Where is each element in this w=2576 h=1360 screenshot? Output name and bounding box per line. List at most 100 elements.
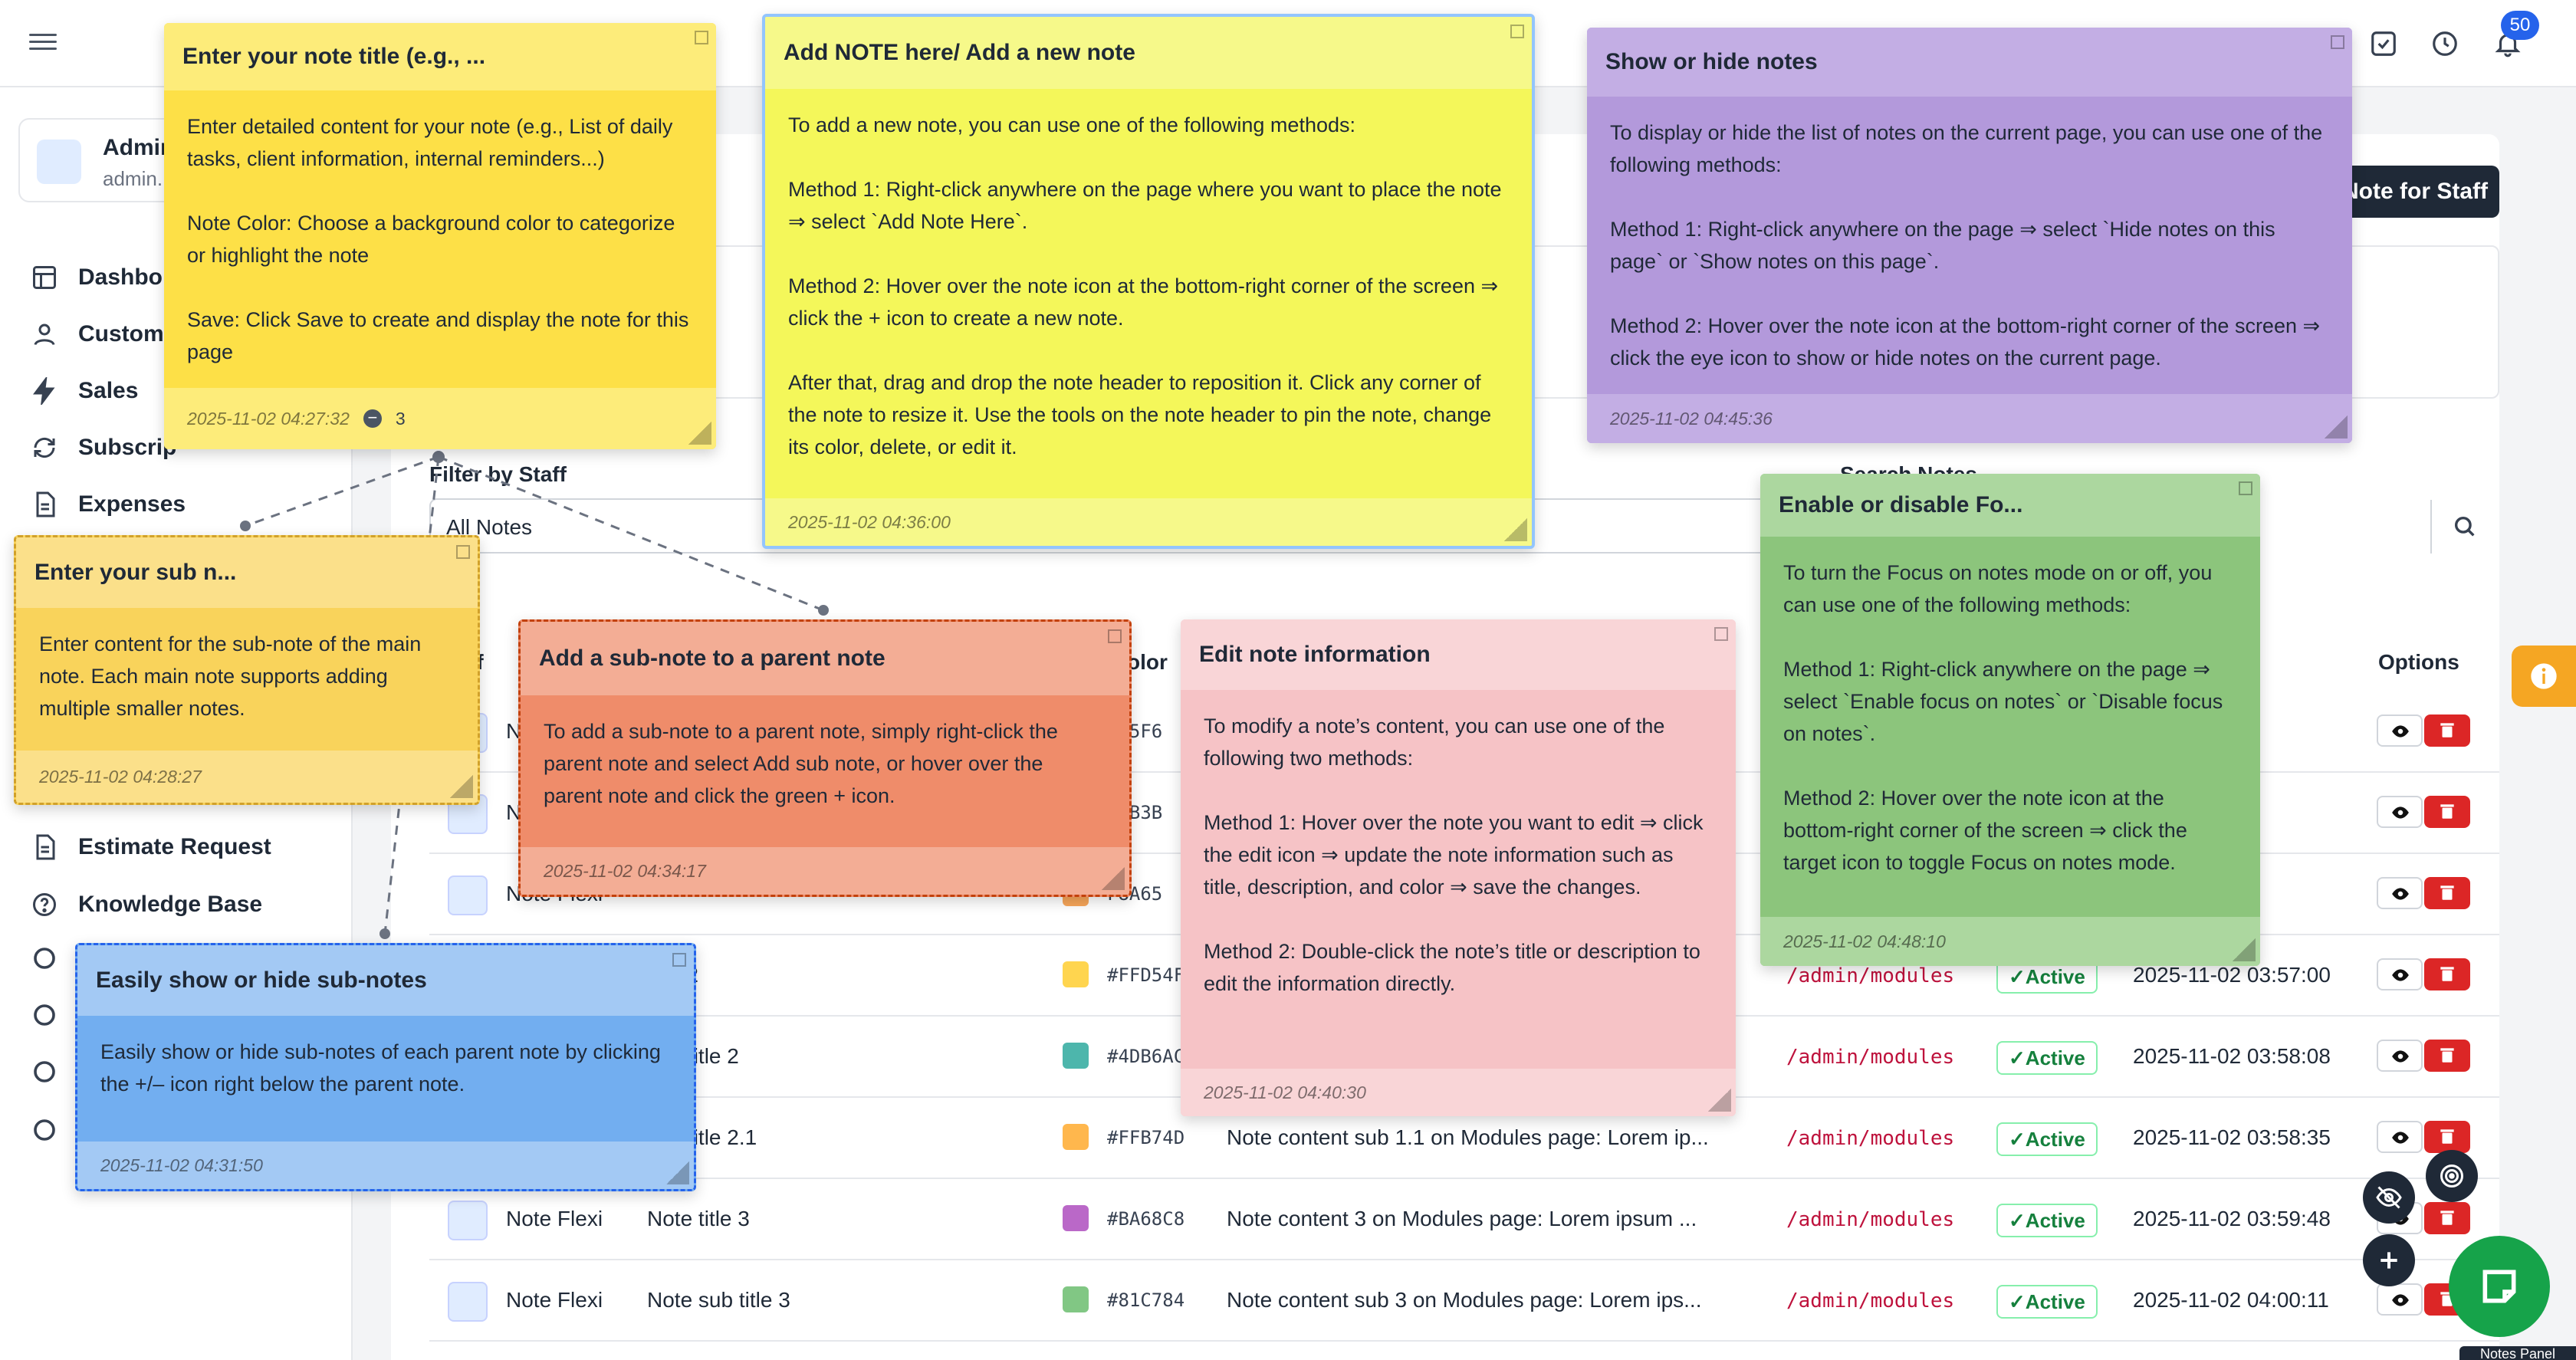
notes-panel-button[interactable]: [2449, 1236, 2550, 1337]
view-button[interactable]: [2377, 1121, 2423, 1153]
sticky-note-addsub[interactable]: Add a sub-note to a parent note To add a …: [518, 619, 1132, 897]
sidebar-item-4[interactable]: Expenses: [31, 491, 186, 518]
note-footer: 2025-11-02 04:40:30: [1181, 1069, 1736, 1116]
delete-button[interactable]: [2424, 877, 2470, 909]
delete-button[interactable]: [2424, 1121, 2470, 1153]
note-body[interactable]: To display or hide the list of notes on …: [1610, 121, 2323, 370]
delete-button[interactable]: [2424, 714, 2470, 747]
resize-handle[interactable]: [688, 422, 711, 445]
note-body[interactable]: To turn the Focus on notes mode on or of…: [1783, 561, 2223, 874]
pin-icon[interactable]: [672, 953, 686, 967]
note-header[interactable]: Enter your note title (e.g., ...: [164, 23, 716, 90]
note-header[interactable]: Enable or disable Fo...: [1760, 474, 2260, 537]
info-tab[interactable]: [2512, 646, 2576, 707]
checklist-icon[interactable]: [2369, 29, 2398, 58]
note-body[interactable]: To add a sub-note to a parent note, simp…: [544, 720, 1064, 807]
note-title[interactable]: Add a sub-note to a parent note: [539, 646, 886, 671]
menu-icon[interactable]: [29, 29, 57, 52]
pin-icon[interactable]: [2239, 481, 2252, 495]
view-button[interactable]: [2377, 958, 2423, 990]
delete-button[interactable]: [2424, 958, 2470, 990]
view-button[interactable]: [2377, 714, 2423, 747]
resize-handle[interactable]: [1102, 867, 1125, 890]
chart-icon[interactable]: [31, 1058, 58, 1086]
note-title[interactable]: Easily show or hide sub-notes: [96, 967, 427, 993]
note-footer: 2025-11-02 04:48:10: [1760, 917, 2260, 966]
sticky-note-title[interactable]: Enter your note title (e.g., ... Enter de…: [164, 23, 716, 449]
note-date: 2025-11-02 04:28:27: [39, 766, 202, 787]
note-header[interactable]: Edit note information: [1181, 619, 1736, 690]
color-swatch: [1063, 1286, 1089, 1312]
note-title[interactable]: Add NOTE here/ Add a new note: [784, 40, 1135, 65]
add-note-fab[interactable]: [2363, 1234, 2415, 1286]
cell-path: /admin/modules: [1786, 1127, 1955, 1150]
sticky-note-focus[interactable]: Enable or disable Fo... To turn the Focus…: [1760, 474, 2260, 966]
sticky-note-edit[interactable]: Edit note information To modify a note’s …: [1181, 619, 1736, 1116]
resize-handle[interactable]: [450, 775, 473, 798]
cell-color-hex: #BA68C8: [1107, 1208, 1185, 1230]
delete-button[interactable]: [2424, 1040, 2470, 1072]
target-icon[interactable]: [31, 1001, 58, 1029]
color-swatch: [1063, 1043, 1089, 1069]
note-date: 2025-11-02 04:40:30: [1204, 1082, 1366, 1102]
resize-handle[interactable]: [1504, 518, 1527, 541]
eye-icon: [2392, 1132, 2409, 1144]
sidebar-item-label: Estimate Request: [78, 834, 271, 859]
sticky-note-sub[interactable]: Enter your sub n... Enter content for the…: [14, 535, 480, 805]
note-body[interactable]: Enter content for the sub-note of the ma…: [39, 632, 427, 720]
pin-icon[interactable]: [1510, 25, 1524, 38]
view-button[interactable]: [2377, 877, 2423, 909]
note-title[interactable]: Show or hide notes: [1605, 49, 1818, 74]
note-body[interactable]: To modify a note’s content, you can use …: [1204, 714, 1704, 995]
pin-icon[interactable]: [1108, 629, 1122, 643]
subnote-toggle-icon[interactable]: −: [363, 409, 382, 428]
resize-handle[interactable]: [2325, 416, 2348, 439]
sidebar-item-label: Sales: [78, 378, 139, 403]
resize-handle[interactable]: [666, 1161, 689, 1184]
note-body[interactable]: Easily show or hide sub-notes of each pa…: [100, 1040, 667, 1096]
gear-icon[interactable]: [31, 1116, 58, 1144]
sticky-note-show[interactable]: Show or hide notes To display or hide the…: [1587, 28, 2352, 443]
note-icon[interactable]: [31, 944, 58, 972]
note-header[interactable]: Show or hide notes: [1587, 28, 2352, 97]
trash-icon: [2440, 885, 2454, 900]
view-button[interactable]: [2377, 796, 2423, 828]
note-body[interactable]: Enter detailed content for your note (e.…: [187, 115, 689, 363]
note-title[interactable]: Enable or disable Fo...: [1779, 492, 2023, 517]
view-button[interactable]: [2377, 1040, 2423, 1072]
resize-handle[interactable]: [2233, 938, 2256, 961]
note-header[interactable]: Add NOTE here/ Add a new note: [765, 17, 1532, 89]
delete-button[interactable]: [2424, 796, 2470, 828]
sidebar-item-5[interactable]: Estimate Request: [31, 833, 271, 861]
pin-icon[interactable]: [456, 545, 470, 559]
sticky-note-add[interactable]: Add NOTE here/ Add a new note To add a ne…: [762, 14, 1535, 549]
sidebar-item-2[interactable]: Sales: [31, 377, 138, 405]
note-body[interactable]: To add a new note, you can use one of th…: [788, 113, 1502, 458]
sidebar-item-1[interactable]: Custom: [31, 320, 164, 348]
focus-notes-button[interactable]: [2426, 1150, 2478, 1202]
note-title[interactable]: Enter your note title (e.g., ...: [182, 44, 486, 69]
resize-handle[interactable]: [1708, 1089, 1731, 1112]
toggle-notes-button[interactable]: [2363, 1171, 2415, 1224]
admin-email: admin.: [103, 167, 163, 190]
filter-label: Filter by Staff: [429, 462, 567, 486]
sidebar-item-3[interactable]: Subscrip: [31, 434, 176, 462]
search-button[interactable]: [2430, 500, 2499, 554]
note-title[interactable]: Edit note information: [1199, 642, 1431, 667]
note-header[interactable]: Enter your sub n...: [16, 537, 478, 608]
pin-icon[interactable]: [1714, 627, 1728, 641]
view-button[interactable]: [2377, 1283, 2423, 1316]
clock-icon[interactable]: [2430, 29, 2459, 58]
note-title[interactable]: Enter your sub n...: [34, 560, 237, 585]
trash-icon: [2440, 723, 2454, 737]
note-header[interactable]: Easily show or hide sub-notes: [77, 945, 694, 1016]
sidebar-item-0[interactable]: Dashbo: [31, 264, 163, 291]
staff-avatar: [448, 1201, 488, 1240]
sidebar-item-6[interactable]: Knowledge Base: [31, 891, 262, 918]
pin-icon[interactable]: [2331, 35, 2344, 49]
pin-icon[interactable]: [695, 31, 708, 44]
delete-button[interactable]: [2424, 1202, 2470, 1234]
add-note-button[interactable]: Note for Staff: [2331, 166, 2499, 218]
note-header[interactable]: Add a sub-note to a parent note: [521, 622, 1129, 695]
